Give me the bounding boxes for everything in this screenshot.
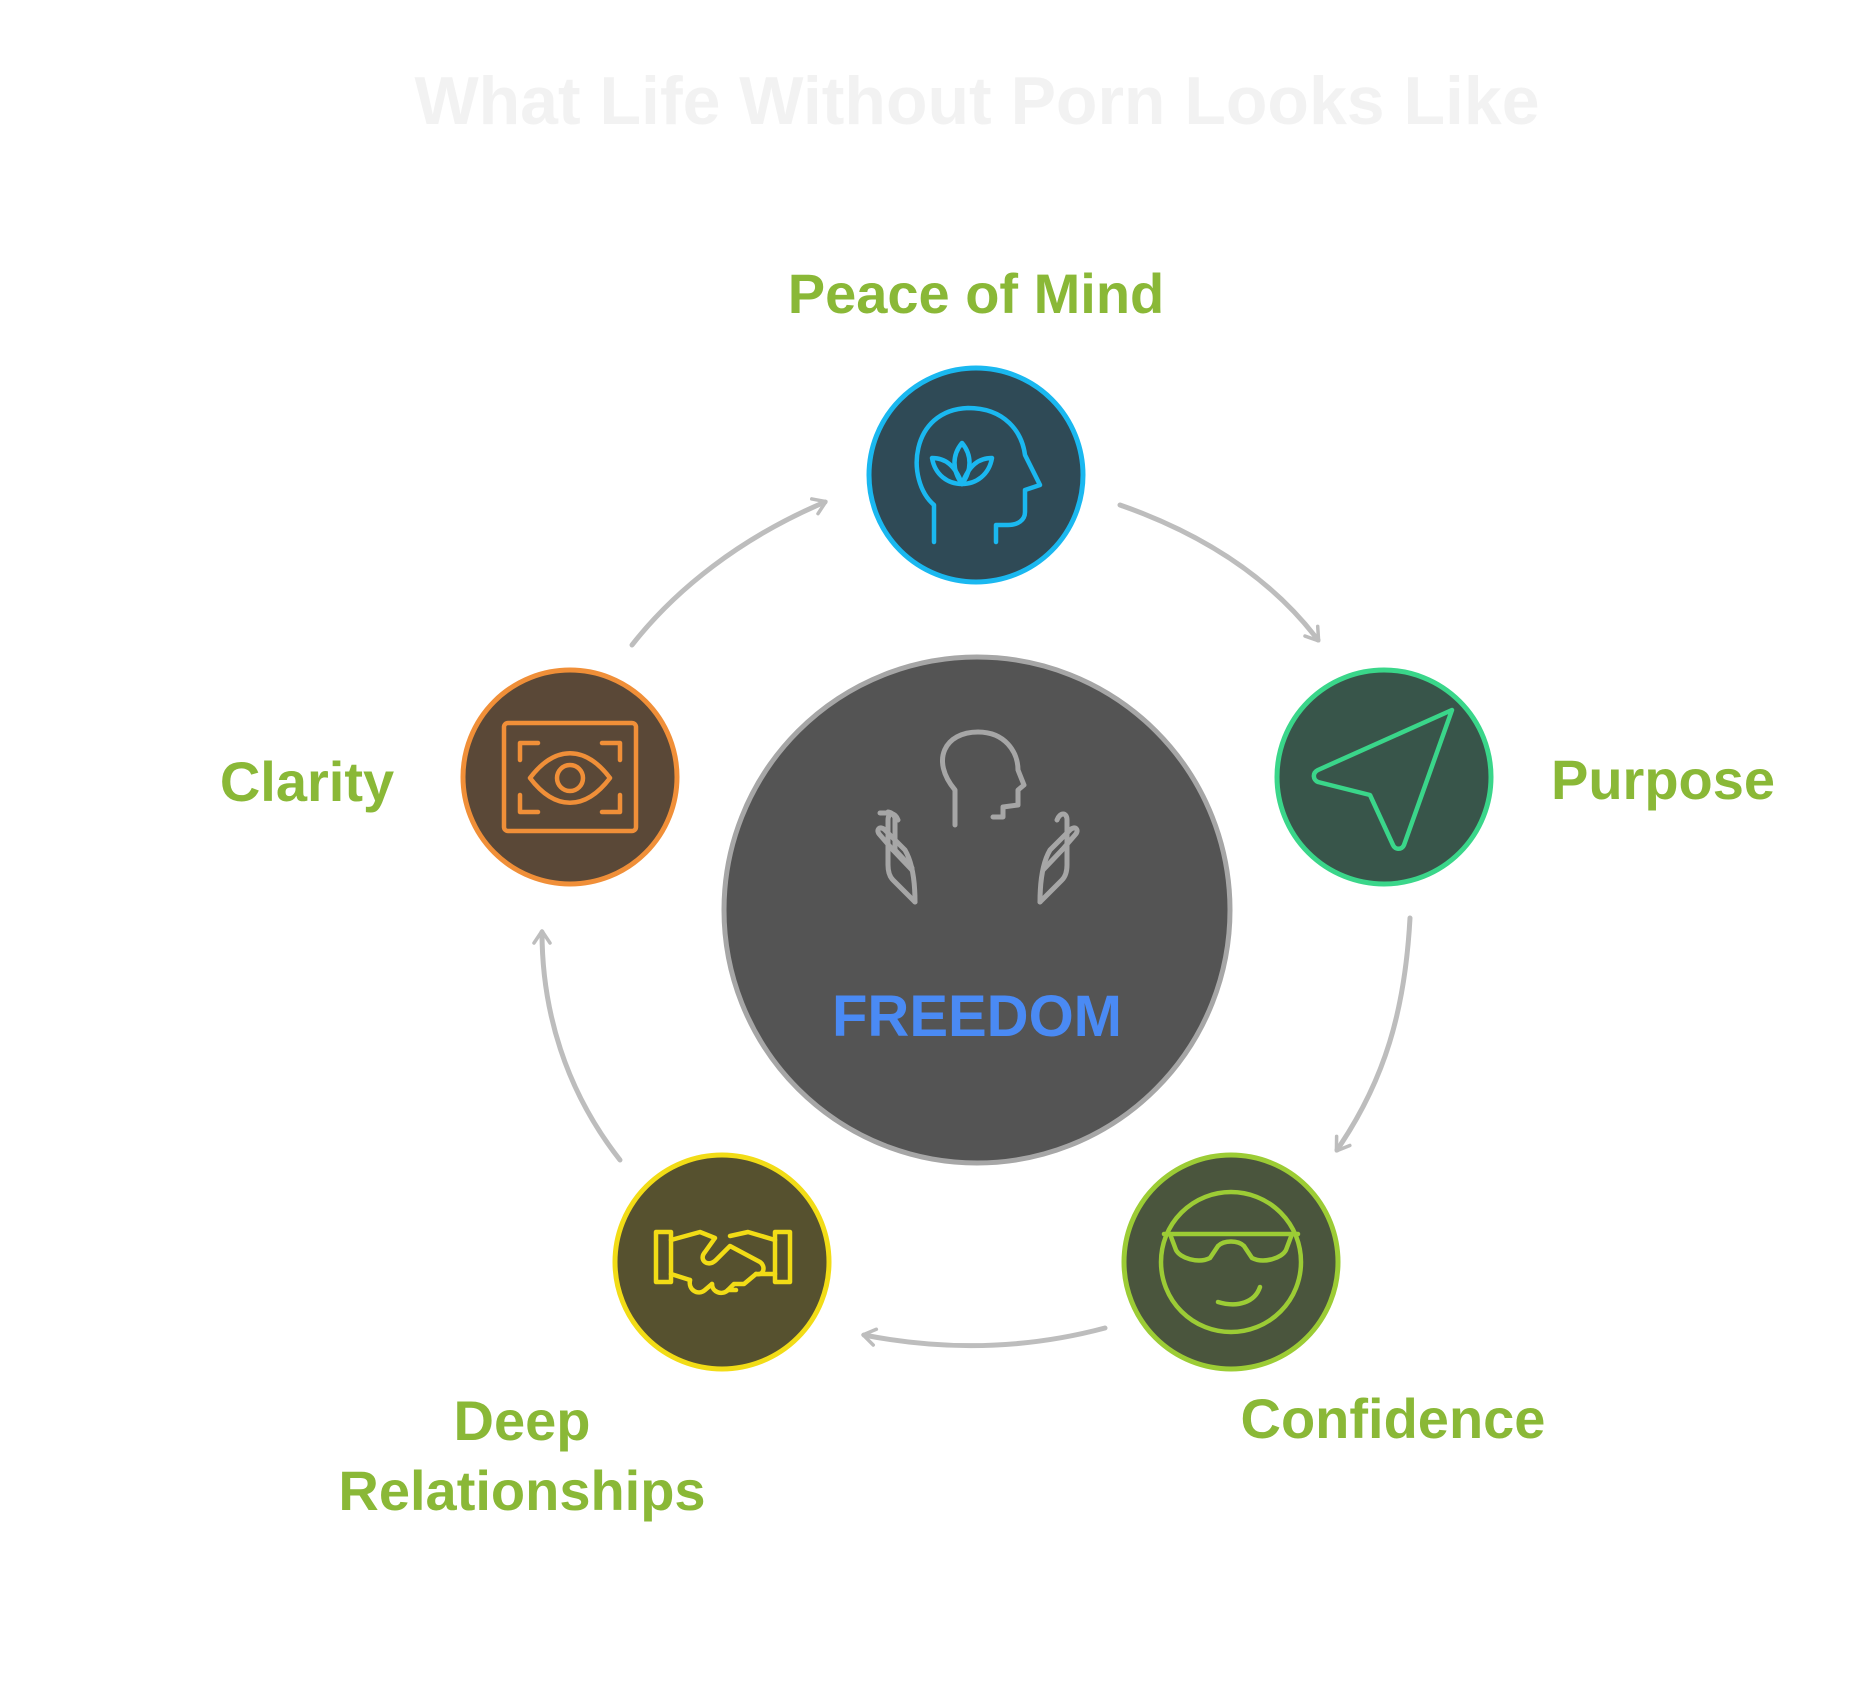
navigation-arrow-icon — [1311, 707, 1455, 851]
head-lotus-icon — [914, 405, 1043, 545]
node-peace-of-mind: Peace of Mind — [788, 262, 1165, 585]
center-label: FREEDOM — [832, 984, 1122, 1049]
node-clarity: Clarity — [220, 667, 680, 887]
diagram-title: What Life Without Porn Looks Like — [414, 63, 1539, 139]
node-label: Confidence — [1241, 1387, 1546, 1450]
node-label-line-1: Deep — [454, 1389, 591, 1452]
person-raised-hands-icon — [875, 729, 1080, 905]
node-label-line-2: Relationships — [338, 1459, 705, 1522]
arrow-purpose-to-confidence — [1334, 915, 1413, 1153]
node-deep-relationships: Deep Relationships — [338, 1152, 832, 1522]
arrow-confidence-to-relationships — [861, 1325, 1108, 1349]
center-hub: FREEDOM — [721, 654, 1233, 1166]
handshake-icon — [653, 1229, 793, 1296]
node-confidence: Confidence — [1121, 1152, 1546, 1450]
sunglasses-smiley-icon — [1158, 1189, 1304, 1335]
arrow-clarity-to-peace — [629, 497, 828, 648]
node-label: Purpose — [1551, 748, 1775, 811]
arrow-peace-to-purpose — [1117, 502, 1321, 643]
arrow-relationships-to-clarity — [532, 929, 623, 1163]
eye-focus-icon — [501, 720, 639, 834]
node-purpose: Purpose — [1274, 667, 1775, 887]
cycle-arrows — [532, 497, 1413, 1349]
node-label: Peace of Mind — [788, 262, 1165, 325]
node-label: Clarity — [220, 750, 394, 813]
